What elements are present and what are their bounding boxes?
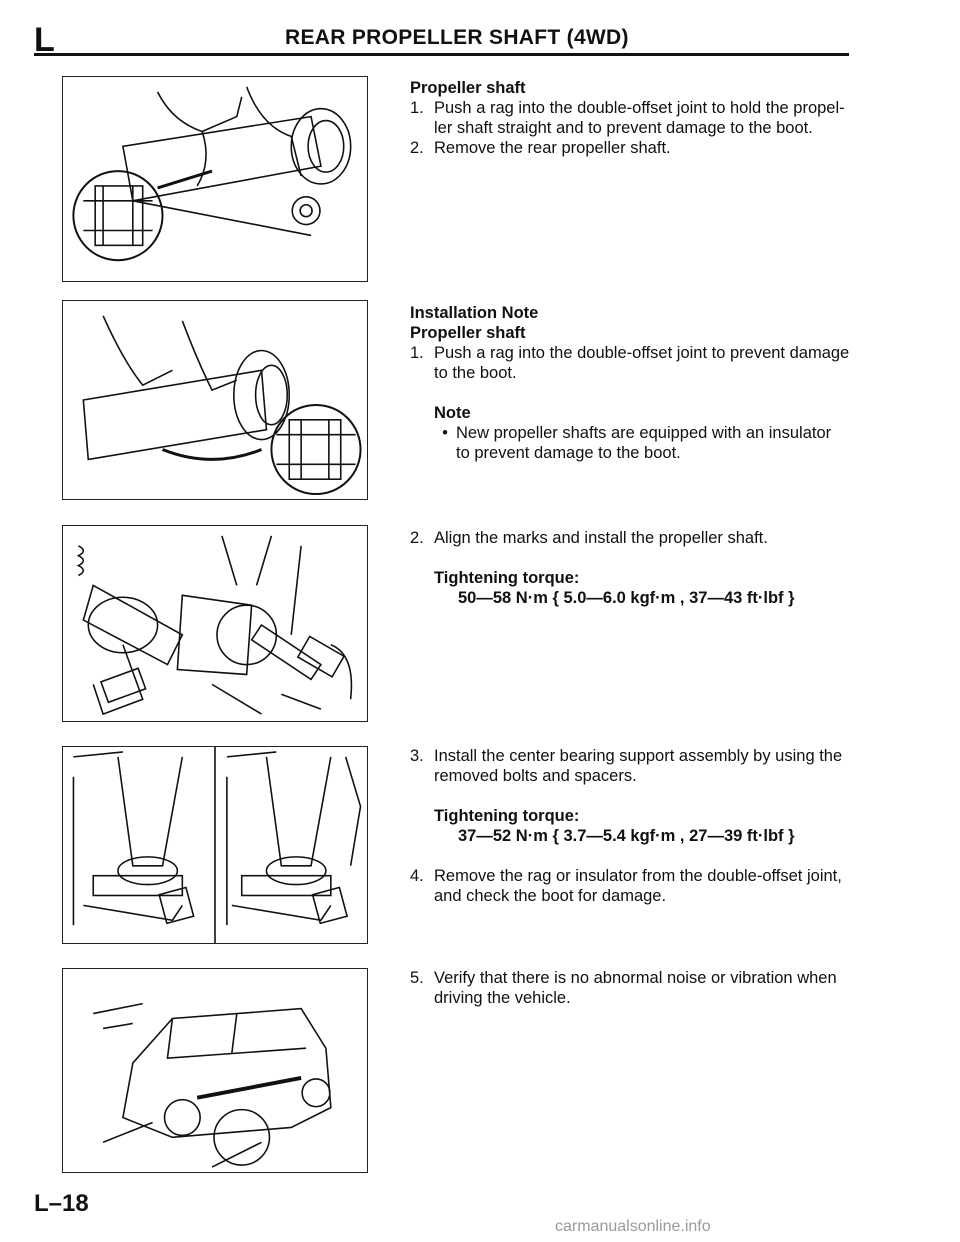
text-block-verify: 5. Verify that there is no abnormal nois… <box>410 968 860 1008</box>
step-1-removal: 1. Push a rag into the double-offset joi… <box>410 98 860 138</box>
spacer <box>410 383 860 403</box>
step-number: 3. <box>410 747 424 765</box>
step-number: 2. <box>410 529 424 547</box>
step-line: to the boot. <box>434 364 517 382</box>
page-number: L–18 <box>34 1190 89 1217</box>
step-number: 5. <box>410 969 424 987</box>
note-text: New propeller shafts are equipped with a… <box>456 423 831 463</box>
step-4-install: 4. Remove the rag or insulator from the … <box>410 866 860 906</box>
step-text: Push a rag into the double-offset joint … <box>434 98 845 138</box>
torque-value: 37—52 N·m { 3.7—5.4 kgf·m , 27—39 ft·lbf… <box>458 827 795 845</box>
step-line: Push a rag into the double-offset joint … <box>434 344 850 362</box>
step-line: Verify that there is no abnormal noise o… <box>434 969 837 987</box>
spacer <box>410 846 860 866</box>
step-line: driving the vehicle. <box>434 989 571 1007</box>
step-line: Install the center bearing support assem… <box>434 747 843 765</box>
header-rule <box>34 53 849 56</box>
figure-torque-align <box>62 525 368 722</box>
text-block-installation: Installation Note Propeller shaft 1. Pus… <box>410 303 860 463</box>
figure-vehicle <box>62 968 368 1173</box>
spacer <box>410 548 860 568</box>
text-block-removal: Propeller shaft 1. Push a rag into the d… <box>410 78 860 158</box>
step-line: Remove the rag or insulator from the dou… <box>434 867 842 885</box>
text-block-align: 2. Align the marks and install the prope… <box>410 528 860 608</box>
torque-label: Tightening torque: <box>434 569 580 587</box>
bullet-icon: • <box>442 424 448 442</box>
note-heading: Note <box>434 404 471 422</box>
heading-propeller-shaft: Propeller shaft <box>410 79 526 97</box>
page-title: REAR PROPELLER SHAFT (4WD) <box>285 26 629 49</box>
step-number: 2. <box>410 139 424 157</box>
step-5-install: 5. Verify that there is no abnormal nois… <box>410 968 860 1008</box>
step-text: Remove the rag or insulator from the dou… <box>434 866 842 906</box>
note-bullet-item: • New propeller shafts are equipped with… <box>410 423 860 463</box>
step-3-install: 3. Install the center bearing support as… <box>410 746 860 786</box>
step-text: Push a rag into the double-offset joint … <box>434 343 849 383</box>
note-line: to prevent damage to the boot. <box>456 444 681 462</box>
step-text: Verify that there is no abnormal noise o… <box>434 968 837 1008</box>
step-line: Remove the rear propeller shaft. <box>434 139 671 157</box>
step-1-install: 1. Push a rag into the double-offset joi… <box>410 343 860 383</box>
step-line: Align the marks and install the propelle… <box>434 529 768 547</box>
heading-installation-note: Installation Note <box>410 304 539 322</box>
section-letter: L <box>34 21 55 59</box>
figure-center-bearing <box>62 746 368 944</box>
torque-label: Tightening torque: <box>434 807 580 825</box>
figure-center-bearing-drawing <box>72 747 362 943</box>
figure-vehicle-drawing <box>93 1002 332 1168</box>
figure-rag-removal-drawing <box>72 86 352 262</box>
figure-rag-removal <box>62 76 368 282</box>
figure-rag-install <box>62 300 368 500</box>
step-text: Install the center bearing support assem… <box>434 746 842 786</box>
step-number: 1. <box>410 99 424 117</box>
heading-propeller-shaft: Propeller shaft <box>410 324 526 342</box>
step-line: and check the boot for damage. <box>434 887 667 905</box>
torque-value: 50—58 N·m { 5.0—6.0 kgf·m , 37—43 ft·lbf… <box>458 589 795 607</box>
spacer <box>410 786 860 806</box>
step-line: Push a rag into the double-offset joint … <box>434 99 845 117</box>
figure-rag-install-drawing <box>82 315 362 496</box>
step-2-install: 2. Align the marks and install the prope… <box>410 528 860 548</box>
step-line: removed bolts and spacers. <box>434 767 637 785</box>
step-number: 1. <box>410 344 424 362</box>
step-number: 4. <box>410 867 424 885</box>
figure-torque-align-drawing <box>76 535 353 716</box>
text-block-center-bearing: 3. Install the center bearing support as… <box>410 746 860 906</box>
step-2-removal: 2. Remove the rear propeller shaft. <box>410 138 860 158</box>
note-line: New propeller shafts are equipped with a… <box>456 424 832 442</box>
step-line: ler shaft straight and to prevent damage… <box>434 119 813 137</box>
watermark-text: carmanualsonline.info <box>555 1218 711 1235</box>
